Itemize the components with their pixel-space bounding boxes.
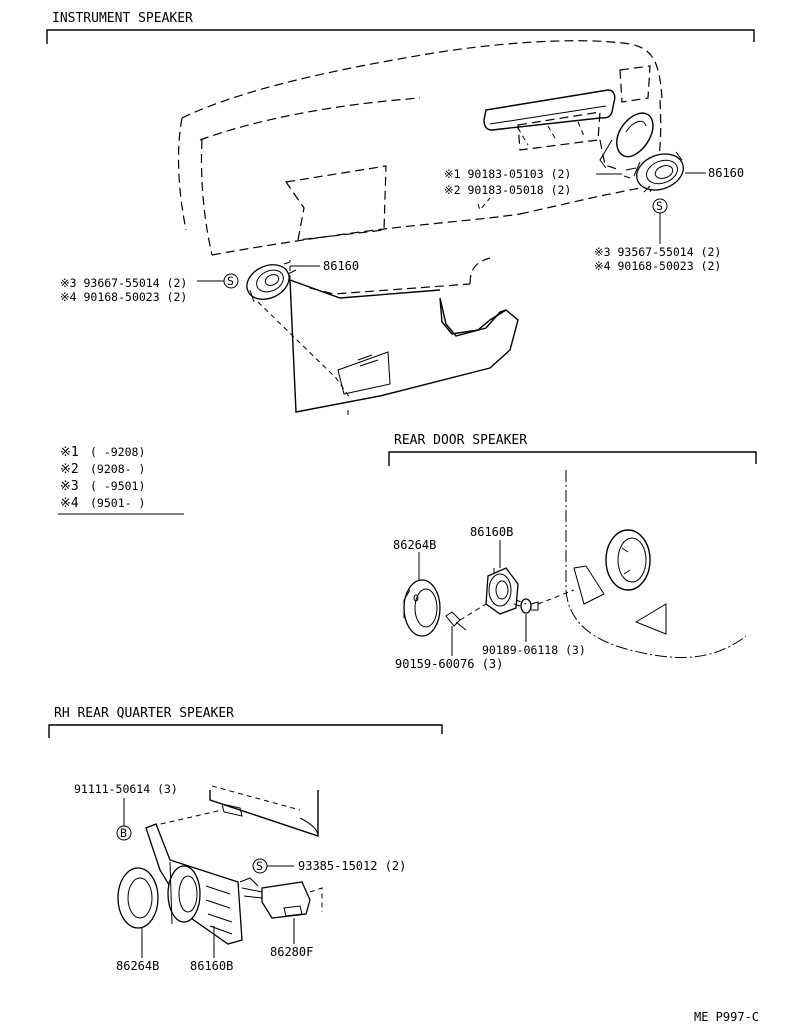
legend-key-4: ※4	[60, 496, 79, 511]
legend-range-2: (9208- )	[90, 462, 145, 476]
rear-door-screw-part-number: 90159-60076 (3)	[395, 657, 503, 671]
rear-quarter-screw-part-number: 93385-15012 (2)	[298, 859, 406, 873]
instrument-section: INSTRUMENT SPEAKER	[46, 11, 755, 418]
dashboard-outline	[177, 40, 663, 295]
rear-quarter-grille-part-number: 86264B	[116, 959, 159, 973]
left-speaker-86160	[246, 261, 297, 303]
rear-door-panel	[565, 470, 747, 658]
rear-door-speaker-86160b	[485, 567, 521, 615]
legend-range-3: ( -9501)	[90, 479, 145, 493]
legend-range-1: ( -9208)	[90, 445, 145, 459]
legend-range-4: (9501- )	[90, 496, 145, 510]
rear-door-nut	[520, 598, 539, 614]
glove-box	[289, 260, 519, 413]
right-screw-label-3: ※3 93567-55014 (2)	[594, 245, 721, 259]
center-vent	[483, 89, 616, 146]
rear-quarter-grille-86264b	[117, 867, 159, 929]
left-speaker-part-number: 86160	[323, 259, 359, 273]
rear-quarter-speaker-86160b	[145, 823, 243, 945]
diagram-code: ME P997-C	[694, 1010, 759, 1024]
right-speaker-opening	[599, 112, 654, 169]
legend-key-1: ※1	[60, 445, 79, 460]
rear-door-nut-part-number: 90189-06118 (3)	[482, 643, 586, 657]
rear-quarter-section-title: RH REAR QUARTER SPEAKER	[54, 706, 234, 721]
left-screw-symbol: S	[227, 274, 234, 288]
rear-door-section-title: REAR DOOR SPEAKER	[394, 433, 527, 448]
rear-quarter-bolt-symbol-circle	[116, 825, 132, 841]
right-speaker-part-number: 86160	[708, 166, 744, 180]
rear-quarter-screw-symbol: S	[256, 859, 263, 873]
rear-quarter-bolt-part-number: 91111-50614 (3)	[74, 782, 178, 796]
rear-door-grille-part-number: 86264B	[393, 538, 436, 552]
right-screw-symbol: S	[656, 199, 663, 213]
rear-door-screw	[445, 611, 467, 631]
right-screw-label-4: ※4 90168-50023 (2)	[594, 259, 721, 273]
instrument-section-bracket	[46, 29, 755, 44]
rear-door-speaker-part-number: 86160B	[470, 525, 513, 539]
right-screw-label-2: ※2 90183-05018 (2)	[444, 183, 571, 197]
left-screw-label-3: ※3 93667-55014 (2)	[60, 276, 187, 290]
rear-door-grille-86264b	[403, 579, 441, 637]
instrument-section-title: INSTRUMENT SPEAKER	[52, 11, 193, 26]
rear-quarter-amp-guide	[309, 887, 323, 912]
rear-quarter-bolt-guide	[151, 809, 223, 827]
legend-key-2: ※2	[60, 462, 79, 477]
rear-quarter-speaker-part-number: 86160B	[190, 959, 233, 973]
right-screw-guide	[477, 197, 491, 212]
rear-door-assembly-guide	[459, 589, 575, 621]
legend: ※1 ( -9208) ※2 (9208- ) ※3 ( -9501) ※4 (…	[58, 445, 184, 515]
rear-quarter-screw-detail	[239, 877, 259, 887]
rear-quarter-section: RH REAR QUARTER SPEAKER 91111-50614 (3) …	[48, 706, 443, 973]
left-speaker-guide	[257, 301, 351, 399]
left-screw-label-4: ※4 90168-50023 (2)	[60, 290, 187, 304]
rear-quarter-amp-part-number: 86280F	[270, 945, 313, 959]
legend-key-3: ※3	[60, 479, 79, 494]
rear-quarter-bolt-symbol: B	[120, 826, 127, 840]
rear-quarter-amplifier-86280f	[241, 881, 311, 919]
right-speaker-86160	[623, 151, 684, 193]
rear-door-section: REAR DOOR SPEAKER 86264B 86160B	[388, 433, 757, 671]
rear-door-section-bracket	[388, 451, 757, 466]
right-screw-label-1: ※1 90183-05103 (2)	[444, 167, 571, 181]
quarter-panel-outline	[209, 785, 319, 837]
rear-quarter-section-bracket	[48, 724, 443, 738]
